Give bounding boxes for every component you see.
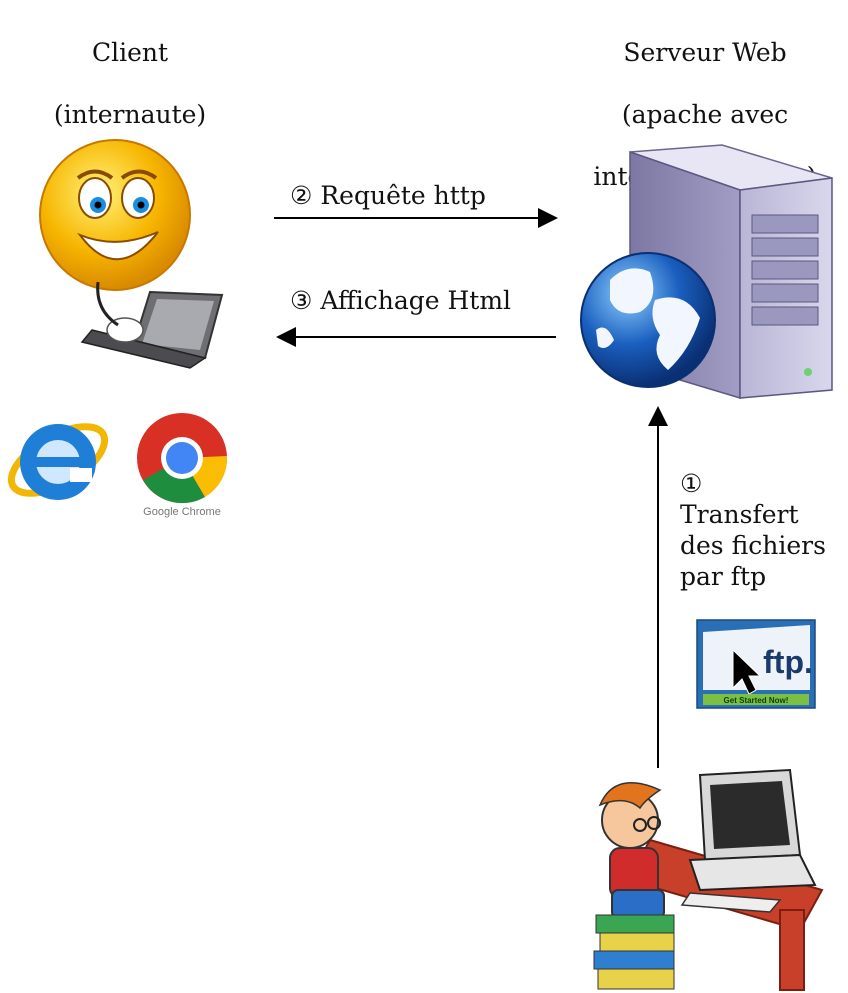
transfer-line3: par ftp: [680, 562, 767, 591]
client-title-line1: Client: [91, 38, 169, 67]
developer-at-computer-icon: [593, 768, 824, 991]
server-title-line2: (apache avec: [621, 100, 789, 129]
ftp-logo-icon: ftp. Get Started Now!: [696, 619, 816, 709]
smiley-laptop-icon: [39, 139, 224, 369]
transfer-line1: Transfert: [680, 500, 799, 529]
client-title: Client (internaute): [20, 6, 240, 161]
transfer-line2: des fichiers: [680, 531, 826, 560]
request-label: ② Requête http: [290, 181, 486, 210]
internet-explorer-icon: [7, 423, 109, 500]
client-title-line2: (internaute): [53, 100, 207, 129]
transfer-number: ①: [680, 469, 703, 498]
chrome-icon: Google Chrome: [137, 413, 228, 518]
response-label: ③ Affichage Html: [290, 286, 512, 315]
ftp-logo-text: ftp.: [763, 644, 813, 680]
chrome-caption: Google Chrome: [143, 506, 221, 518]
server-title-line1: Serveur Web: [623, 38, 787, 67]
globe-icon: [580, 252, 716, 388]
transfer-label: ① Transfert des fichiers par ftp: [680, 468, 826, 592]
ftp-button-text: Get Started Now!: [724, 696, 789, 705]
